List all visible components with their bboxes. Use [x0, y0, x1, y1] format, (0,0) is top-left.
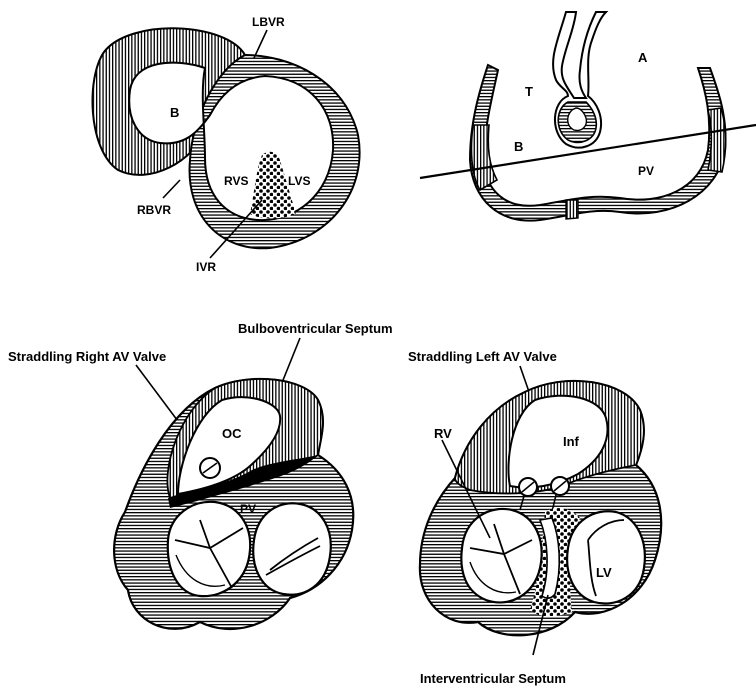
- label-rv: RV: [434, 426, 452, 441]
- title-straddling-left-av-valve: Straddling Left AV Valve: [408, 349, 557, 364]
- label-t: T: [525, 84, 533, 99]
- label-lbvr: LBVR: [252, 15, 285, 29]
- bulbus-segment: [471, 125, 497, 190]
- label-lvs: LVS: [288, 174, 310, 188]
- valve-right: [253, 503, 331, 594]
- label-oc: OC: [222, 426, 242, 441]
- panel-top-right: A T B PV: [420, 12, 756, 221]
- label-b: B: [170, 105, 179, 120]
- label-pv: PV: [638, 164, 654, 178]
- valve-rv: [461, 509, 541, 602]
- rbvr-pointer: [163, 180, 180, 198]
- caption-interventricular-septum: Interventricular Septum: [420, 671, 566, 686]
- label-pv: PV: [240, 502, 256, 516]
- valve-left: [168, 502, 250, 596]
- label-rvs: RVS: [224, 174, 248, 188]
- label-lv: LV: [596, 565, 612, 580]
- label-a: A: [638, 50, 648, 65]
- floor-segment: [566, 200, 578, 219]
- label-b: B: [514, 139, 523, 154]
- label-ivr: IVR: [196, 260, 216, 274]
- panel-bottom-right: Straddling Left AV Valve RV Inf LV Inte: [408, 349, 661, 686]
- tube-wall: [470, 65, 726, 221]
- title-straddling-right-av-valve: Straddling Right AV Valve: [8, 349, 166, 364]
- title-bulboventricular-septum: Bulboventricular Septum: [238, 321, 393, 336]
- label-rbvr: RBVR: [137, 203, 171, 217]
- panel-bottom-left: Bulboventricular Septum Straddling Right…: [8, 321, 393, 629]
- label-inf: Inf: [563, 434, 580, 449]
- lbvr-pointer: [254, 30, 267, 58]
- panel-top-left: B LBVR RBVR RVS LVS IVR: [92, 15, 359, 274]
- ventricle-segment: [708, 108, 726, 172]
